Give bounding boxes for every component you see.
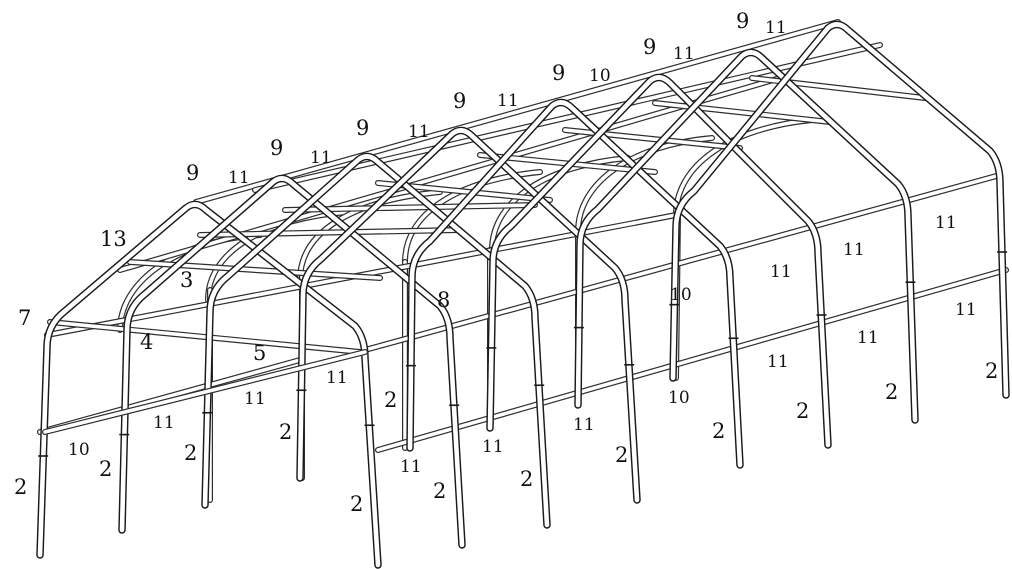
part-label: 9	[270, 136, 283, 160]
part-label: 5	[253, 341, 266, 365]
part-label: 10	[68, 440, 90, 460]
ridge-tie-bar	[652, 100, 833, 125]
part-label: 10	[668, 388, 690, 408]
hoop-arch	[406, 98, 744, 469]
back-arch-rafter	[673, 117, 815, 218]
part-label: 11	[482, 437, 504, 457]
longitudinal-rail	[375, 267, 1009, 453]
part-label: 2	[279, 420, 292, 444]
ridge-tie-bar	[197, 227, 463, 238]
part-label: 11	[857, 328, 879, 348]
hoop-arch	[36, 200, 382, 569]
near-side-frame	[36, 20, 1010, 569]
part-label: 11	[228, 168, 250, 188]
hoop-arch	[118, 174, 466, 549]
part-label: 11	[400, 457, 422, 477]
part-number-labels: 9 11 9 11 9 11 9 11 9 10 9 11 9 11 13 3 …	[14, 9, 998, 516]
part-label: 2	[796, 399, 809, 423]
longitudinal-rail	[117, 75, 783, 273]
part-label: 9	[356, 116, 369, 140]
longitudinal-rail	[362, 172, 1003, 353]
part-label: 2	[520, 467, 533, 491]
part-label: 7	[18, 306, 31, 330]
side-rail-lower	[42, 349, 368, 435]
part-label: 11	[935, 213, 957, 233]
part-label: 2	[350, 492, 363, 516]
part-label: 10	[589, 66, 611, 86]
part-label: 2	[615, 443, 628, 467]
hoop-arch	[296, 126, 641, 504]
hoop-arch	[201, 152, 551, 529]
ridge-tie-bar	[47, 319, 363, 355]
part-label: 11	[408, 122, 430, 142]
part-label: 10	[670, 285, 692, 305]
part-label: 11	[310, 148, 332, 168]
hoop-arch	[486, 73, 832, 449]
part-label: 11	[497, 91, 519, 111]
part-label: 8	[437, 288, 450, 312]
part-label: 11	[573, 415, 595, 435]
part-label: 2	[985, 359, 998, 383]
part-label: 11	[767, 352, 789, 372]
part-label: 11	[955, 300, 977, 320]
part-label: 11	[326, 368, 348, 388]
part-label: 11	[765, 18, 787, 38]
part-label: 3	[180, 268, 193, 292]
part-label: 9	[643, 35, 656, 59]
part-label: 13	[100, 227, 127, 251]
part-label: 11	[770, 262, 792, 282]
part-label: 2	[885, 380, 898, 404]
hoop-arch	[574, 48, 919, 424]
part-label: 11	[244, 389, 266, 409]
part-label: 2	[14, 475, 27, 499]
part-label: 9	[736, 9, 749, 33]
part-label: 4	[140, 330, 153, 354]
part-label: 2	[99, 457, 112, 481]
part-label: 9	[453, 89, 466, 113]
part-label: 9	[552, 61, 565, 85]
hoop-arch	[669, 20, 1010, 399]
part-label: 2	[433, 479, 446, 503]
part-label: 11	[673, 44, 695, 64]
part-label: 11	[153, 413, 175, 433]
part-label: 11	[843, 240, 865, 260]
ridge-tie-bar	[127, 259, 383, 281]
part-label: 9	[186, 161, 199, 185]
part-label: 2	[384, 388, 397, 412]
longitudinal-rail	[193, 19, 841, 205]
part-label: 2	[712, 419, 725, 443]
part-label: 2	[184, 441, 197, 465]
